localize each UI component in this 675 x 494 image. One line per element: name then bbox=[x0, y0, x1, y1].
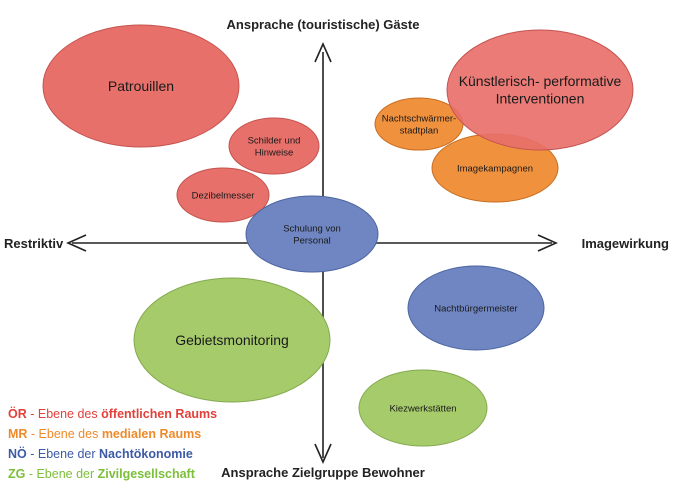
bubble-label-nachtschwaermer: stadtplan bbox=[400, 125, 439, 136]
axis-label-top: Ansprache (touristische) Gäste bbox=[227, 17, 420, 32]
legend-code: ÖR bbox=[8, 407, 27, 421]
legend-row-medialer-raum: MR - Ebene des medialen Raums bbox=[8, 424, 217, 444]
axis-label-bottom: Ansprache Zielgruppe Bewohner bbox=[221, 465, 425, 480]
bubble-label-gebietsmonitoring: Gebietsmonitoring bbox=[175, 332, 289, 348]
bubble-dezibelmesser: Dezibelmesser bbox=[176, 167, 270, 223]
legend-sep: - Ebene des bbox=[26, 407, 102, 421]
axis-arrow-right bbox=[537, 234, 558, 252]
bubble-label-nachtbuergermeister: Nachtbürgermeister bbox=[434, 303, 517, 314]
bubble-shape-schilder bbox=[228, 117, 320, 175]
bubble-shape-kuenstlerisch bbox=[446, 29, 634, 151]
bubble-gebietsmonitoring: Gebietsmonitoring bbox=[133, 277, 331, 403]
legend-level: öffentlichen Raums bbox=[101, 407, 218, 421]
bubble-shape-kiezwerkstaetten bbox=[358, 369, 488, 447]
bubble-shape-nachtbuergermeister bbox=[407, 265, 545, 351]
legend-code: MR bbox=[8, 427, 28, 441]
legend-level: Nachtökonomie bbox=[99, 447, 193, 461]
axis-arrow-top bbox=[314, 42, 332, 63]
axis-arrow-bottom bbox=[314, 443, 332, 464]
bubble-label-schulung: Schulung von bbox=[283, 223, 341, 234]
bubble-kiezwerkstaetten: Kiezwerkstätten bbox=[358, 369, 488, 447]
legend-level: Zivilgesellschaft bbox=[97, 467, 195, 481]
legend-row-zivilgesellschaft: ZG - Ebene der Zivilgesellschaft bbox=[8, 464, 217, 484]
axis-label-right: Imagewirkung bbox=[582, 236, 669, 251]
bubble-shape-schulung bbox=[245, 195, 379, 273]
bubble-label-patrouillen: Patrouillen bbox=[108, 78, 174, 94]
legend: ÖR - Ebene des öffentlichen Raums MR - E… bbox=[8, 404, 217, 484]
bubble-label-dezibelmesser: Dezibelmesser bbox=[192, 190, 255, 201]
bubble-label-kiezwerkstaetten: Kiezwerkstätten bbox=[389, 403, 456, 414]
legend-sep: - Ebene der bbox=[25, 467, 98, 481]
bubble-shape-dezibelmesser bbox=[176, 167, 270, 223]
legend-sep: - Ebene der bbox=[26, 447, 100, 461]
legend-row-nachtoekonomie: NÖ - Ebene der Nachtökonomie bbox=[8, 444, 217, 464]
bubble-label-schilder: Hinweise bbox=[255, 147, 294, 158]
bubble-patrouillen: Patrouillen bbox=[42, 24, 240, 148]
legend-level: medialen Raums bbox=[101, 427, 202, 441]
legend-code: ZG bbox=[8, 467, 26, 481]
bubble-label-kuenstlerisch: Interventionen bbox=[496, 91, 585, 107]
bubble-label-kuenstlerisch: Künstlerisch- performative bbox=[459, 73, 622, 89]
bubble-label-imagekampagnen: Imagekampagnen bbox=[457, 163, 533, 174]
bubble-shape-gebietsmonitoring bbox=[133, 277, 331, 403]
bubble-label-schilder: Schilder und bbox=[248, 135, 301, 146]
bubble-shape-patrouillen bbox=[42, 24, 240, 148]
bubble-label-nachtschwaermer: Nachtschwärmer- bbox=[382, 113, 456, 124]
bubble-label-schulung: Personal bbox=[293, 235, 331, 246]
legend-row-oeffentlicher-raum: ÖR - Ebene des öffentlichen Raums bbox=[8, 404, 217, 424]
legend-sep: - Ebene des bbox=[27, 427, 102, 441]
legend-code: NÖ bbox=[8, 447, 27, 461]
bubble-nachtbuergermeister: Nachtbürgermeister bbox=[407, 265, 545, 351]
axis-label-left: Restriktiv bbox=[4, 236, 64, 251]
axis-arrow-left bbox=[66, 234, 87, 252]
